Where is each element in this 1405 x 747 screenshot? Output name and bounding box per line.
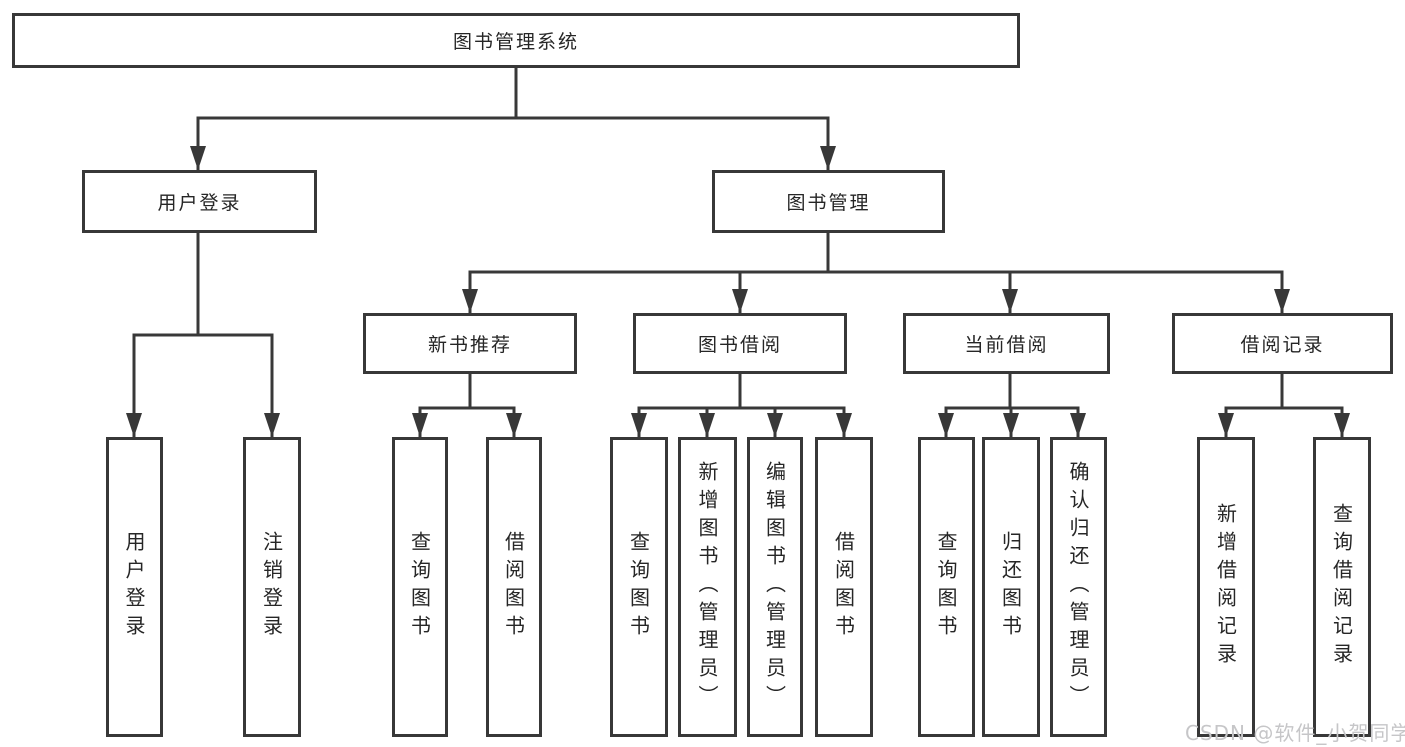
node-leaf-query-books: 查询图书 bbox=[392, 437, 448, 737]
csdn-watermark: CSDN @软件_小贺同学 bbox=[1185, 721, 1405, 745]
node-user-login-branch: 用户登录 bbox=[82, 170, 317, 233]
node-new-book-recommendation: 新书推荐 bbox=[363, 313, 577, 374]
node-leaf-add-borrow-record: 新增借阅记录 bbox=[1197, 437, 1255, 737]
node-current-borrowing: 当前借阅 bbox=[903, 313, 1110, 374]
node-root-library-system: 图书管理系统 bbox=[12, 13, 1020, 68]
node-leaf-query-borrow-record: 查询借阅记录 bbox=[1313, 437, 1371, 737]
node-book-borrowing: 图书借阅 bbox=[633, 313, 847, 374]
node-book-management-branch: 图书管理 bbox=[712, 170, 945, 233]
node-leaf-return-books: 归还图书 bbox=[982, 437, 1040, 737]
node-leaf-user-login: 用户登录 bbox=[106, 437, 163, 737]
node-leaf-logout: 注销登录 bbox=[243, 437, 301, 737]
node-leaf-edit-books-admin: 编辑图书（管理员） bbox=[747, 437, 803, 737]
node-borrowing-records: 借阅记录 bbox=[1172, 313, 1393, 374]
connector-skeleton bbox=[132, 68, 1344, 410]
node-leaf-query-books: 查询图书 bbox=[918, 437, 975, 737]
node-leaf-add-books-admin: 新增图书（管理员） bbox=[678, 437, 737, 737]
node-leaf-confirm-return-admin: 确认归还（管理员） bbox=[1050, 437, 1107, 737]
node-leaf-query-books: 查询图书 bbox=[610, 437, 668, 737]
connector-arrows bbox=[126, 118, 1350, 437]
node-leaf-borrow-books: 借阅图书 bbox=[486, 437, 542, 737]
node-leaf-borrow-books: 借阅图书 bbox=[815, 437, 873, 737]
